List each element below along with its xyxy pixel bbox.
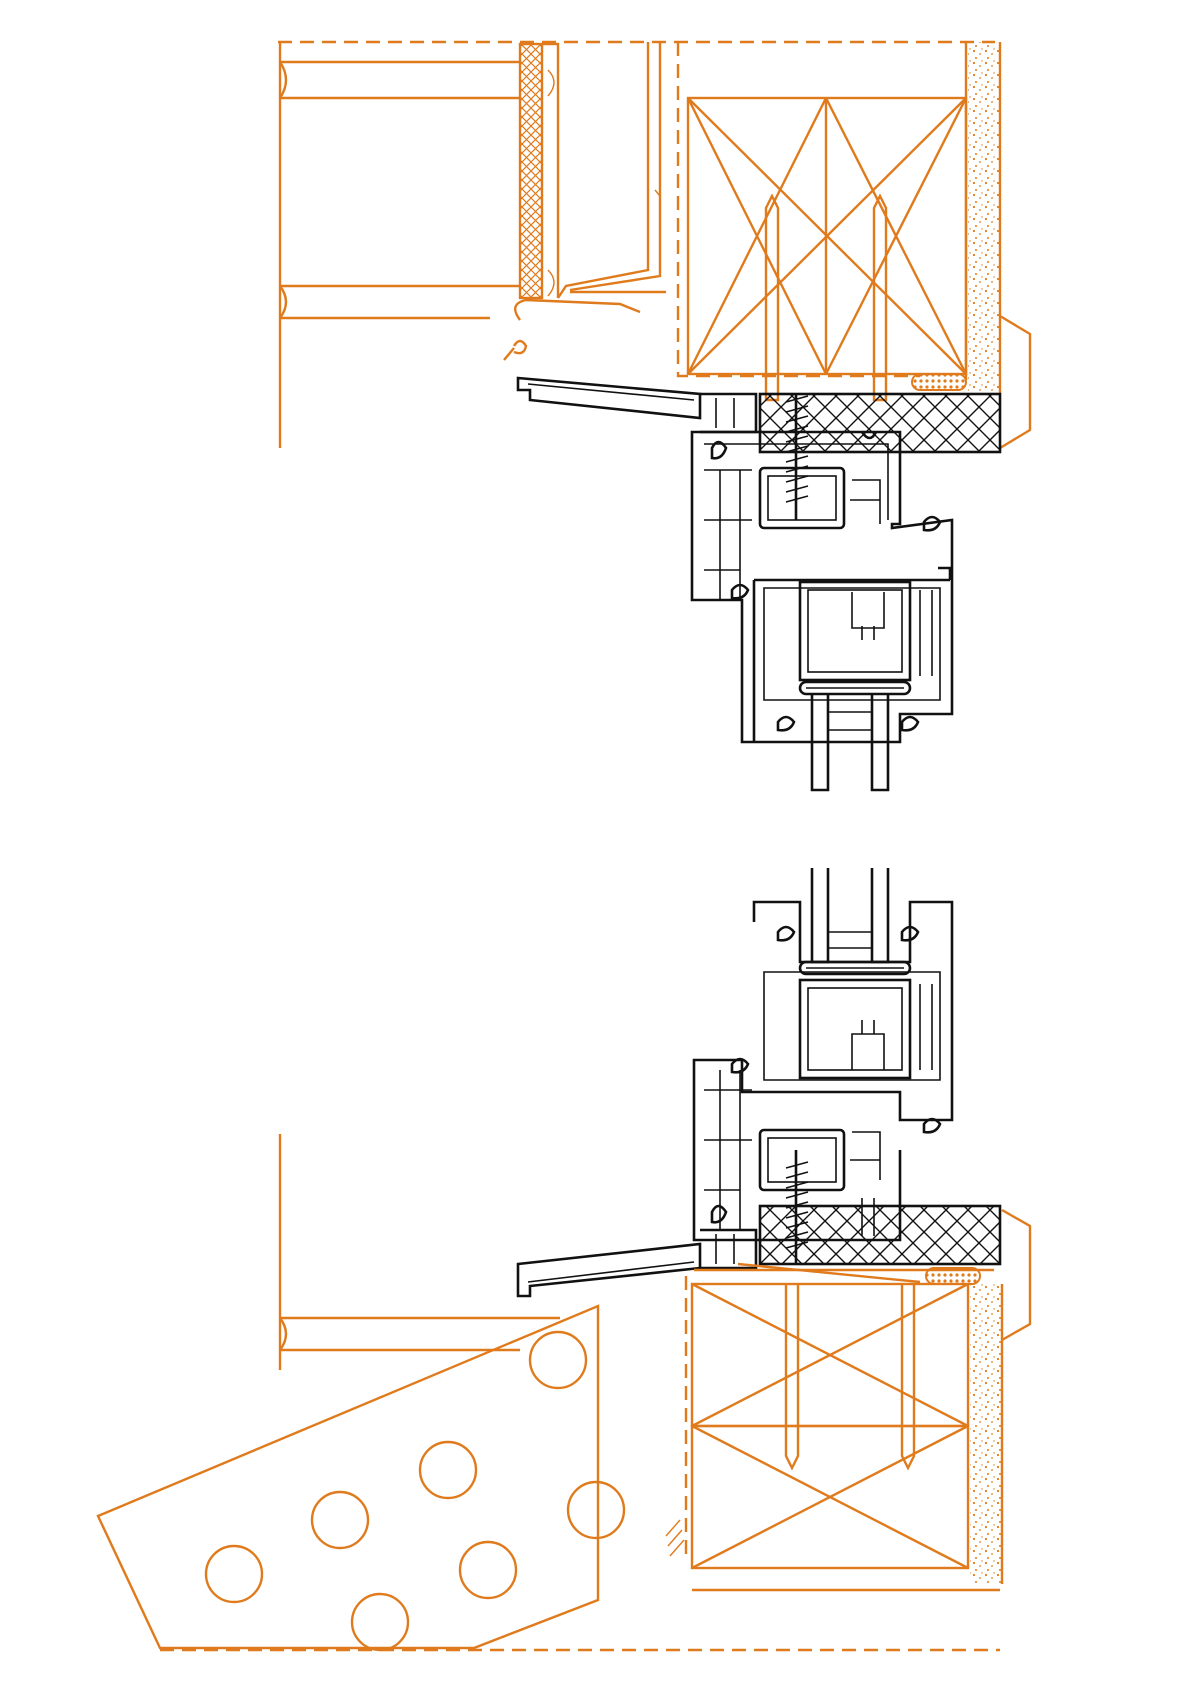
sill-screw-icon	[785, 1150, 809, 1264]
head-timber-lintel	[676, 42, 968, 402]
sill-section	[96, 868, 1032, 1652]
perforation-hole	[204, 1544, 264, 1604]
sill-timber-block	[665, 1262, 1000, 1592]
head-foam-seal	[911, 373, 967, 391]
head-plaster	[968, 42, 1032, 450]
sill-pvc-frame	[692, 868, 954, 1242]
perforation-hole	[310, 1490, 370, 1550]
head-drip-cap	[516, 376, 758, 434]
perforation-hole	[418, 1440, 478, 1500]
head-insulation-strip	[518, 42, 560, 300]
sill-drip-board	[516, 1228, 758, 1298]
head-black-insulation	[758, 392, 1002, 454]
head-pvc-frame	[690, 430, 954, 792]
perforation-hole	[566, 1480, 626, 1540]
perforation-hole	[350, 1592, 410, 1652]
head-section	[278, 40, 1032, 792]
sill-brick-wall	[278, 1134, 560, 1370]
perforation-hole	[458, 1540, 518, 1600]
perforated-sill-block	[96, 1304, 626, 1652]
head-brick-wall	[278, 42, 520, 448]
perforation-hole	[528, 1330, 588, 1390]
sill-plaster	[970, 1208, 1032, 1584]
head-lintel-flashing	[503, 42, 666, 361]
